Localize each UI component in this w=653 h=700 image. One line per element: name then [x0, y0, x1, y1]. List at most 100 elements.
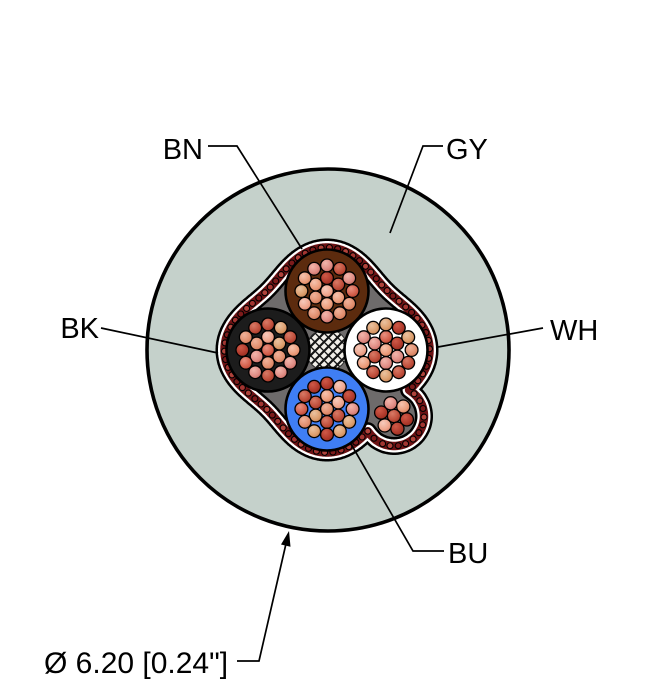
copper-strand [308, 395, 323, 410]
braid-wire-dot [282, 265, 290, 273]
copper-strand [391, 320, 406, 335]
copper-strand [404, 342, 419, 358]
braid-wire-dot [419, 421, 427, 429]
copper-strand [272, 336, 287, 351]
copper-strand [391, 365, 406, 380]
braid-wire-dot [389, 292, 397, 300]
copper-strand [297, 389, 312, 404]
braid-wire-dot [361, 262, 370, 270]
copper-strand [331, 277, 346, 292]
braid-wire-dot [277, 271, 285, 279]
copper-strand [260, 342, 276, 358]
drain-wire-bundle [373, 396, 415, 436]
copper-strand [297, 414, 312, 429]
copper-strand [248, 365, 263, 380]
copper-strand [378, 317, 394, 332]
copper-strand [342, 389, 357, 404]
braid-wire-dot [261, 289, 269, 297]
braid-wire-dot [257, 400, 265, 408]
copper-strand [307, 424, 322, 439]
braid-wire-dot [402, 440, 410, 448]
copper-strand [332, 424, 347, 439]
center-filler-weave [305, 328, 349, 372]
copper-strand [319, 427, 335, 442]
braid-wire-dot [243, 304, 251, 312]
copper-strand [373, 405, 389, 420]
braid-wire-dot [416, 397, 424, 405]
copper-strand [367, 336, 382, 351]
copper-strand [273, 320, 288, 335]
copper-strand [319, 309, 335, 324]
copper-strand [294, 283, 309, 299]
braid-wire-dot [364, 427, 372, 435]
braid-wire-dot [372, 275, 380, 283]
copper-strand [378, 368, 394, 383]
diameter-leader-line [237, 534, 289, 662]
copper-strand [297, 271, 312, 286]
copper-strand [294, 401, 309, 417]
copper-strand [353, 342, 368, 358]
copper-strand [331, 395, 346, 410]
label-wh: WH [550, 315, 598, 347]
leader-bn-line [208, 145, 303, 250]
braid-wire-dot [284, 430, 293, 438]
braid-wire-dot [367, 268, 375, 276]
braid-wire-dot [378, 281, 386, 289]
braid-wire-dot [255, 294, 263, 302]
copper-strand [401, 330, 416, 345]
copper-strand [260, 329, 276, 345]
copper-strand [342, 296, 357, 311]
copper-strand [378, 355, 394, 371]
leader-bu-line [350, 443, 444, 552]
copper-strand [319, 270, 335, 286]
copper-strand [248, 320, 263, 335]
copper-strand [319, 283, 335, 299]
braid-wire-dot [408, 383, 416, 391]
copper-strand [319, 401, 335, 417]
braid-wire-dot [394, 442, 402, 450]
copper-strand [319, 258, 335, 273]
copper-strand [342, 414, 357, 429]
braid-wire-dot [419, 404, 427, 413]
copper-strand [401, 355, 416, 370]
braid-wire-dot [402, 303, 410, 311]
conductor-bu [284, 366, 370, 452]
copper-strand [332, 306, 347, 321]
copper-strand [378, 329, 394, 345]
copper-strand [319, 296, 335, 312]
braid-wire-dot [266, 283, 274, 291]
copper-strand [390, 421, 405, 436]
copper-strand [283, 355, 298, 370]
braid-wire-dot [395, 297, 403, 305]
copper-strand [319, 414, 335, 430]
copper-strand [260, 355, 276, 371]
diameter-callout: Ø 6.20 [0.24"] [44, 531, 291, 680]
braid-wire-dot [272, 277, 280, 285]
leader-lines [100, 145, 544, 552]
copper-strand [297, 296, 312, 311]
copper-strand [286, 342, 301, 358]
braid-wire-dot [238, 384, 246, 392]
copper-strand [283, 330, 298, 345]
braid-wire-dot [263, 405, 271, 413]
diameter-label: Ø 6.20 [0.24"] [44, 647, 228, 680]
braid-wire-dot [274, 417, 282, 425]
braid-wire-dot [415, 429, 423, 437]
braid-wire-dot [383, 287, 391, 295]
copper-strand [390, 336, 405, 351]
braid-wire-dot [251, 395, 259, 403]
copper-strand [345, 283, 360, 299]
copper-strand [308, 277, 323, 292]
braid-wire-dot [408, 308, 416, 316]
copper-strand [319, 388, 335, 404]
label-bk: BK [60, 313, 99, 345]
copper-strand [377, 418, 392, 433]
copper-strand [366, 320, 381, 335]
copper-strand [238, 330, 253, 345]
copper-strand [356, 330, 371, 345]
braid-wire-dot [379, 440, 387, 448]
conductor-wh [343, 307, 429, 393]
copper-strand [249, 336, 264, 351]
copper-strand [307, 261, 322, 276]
